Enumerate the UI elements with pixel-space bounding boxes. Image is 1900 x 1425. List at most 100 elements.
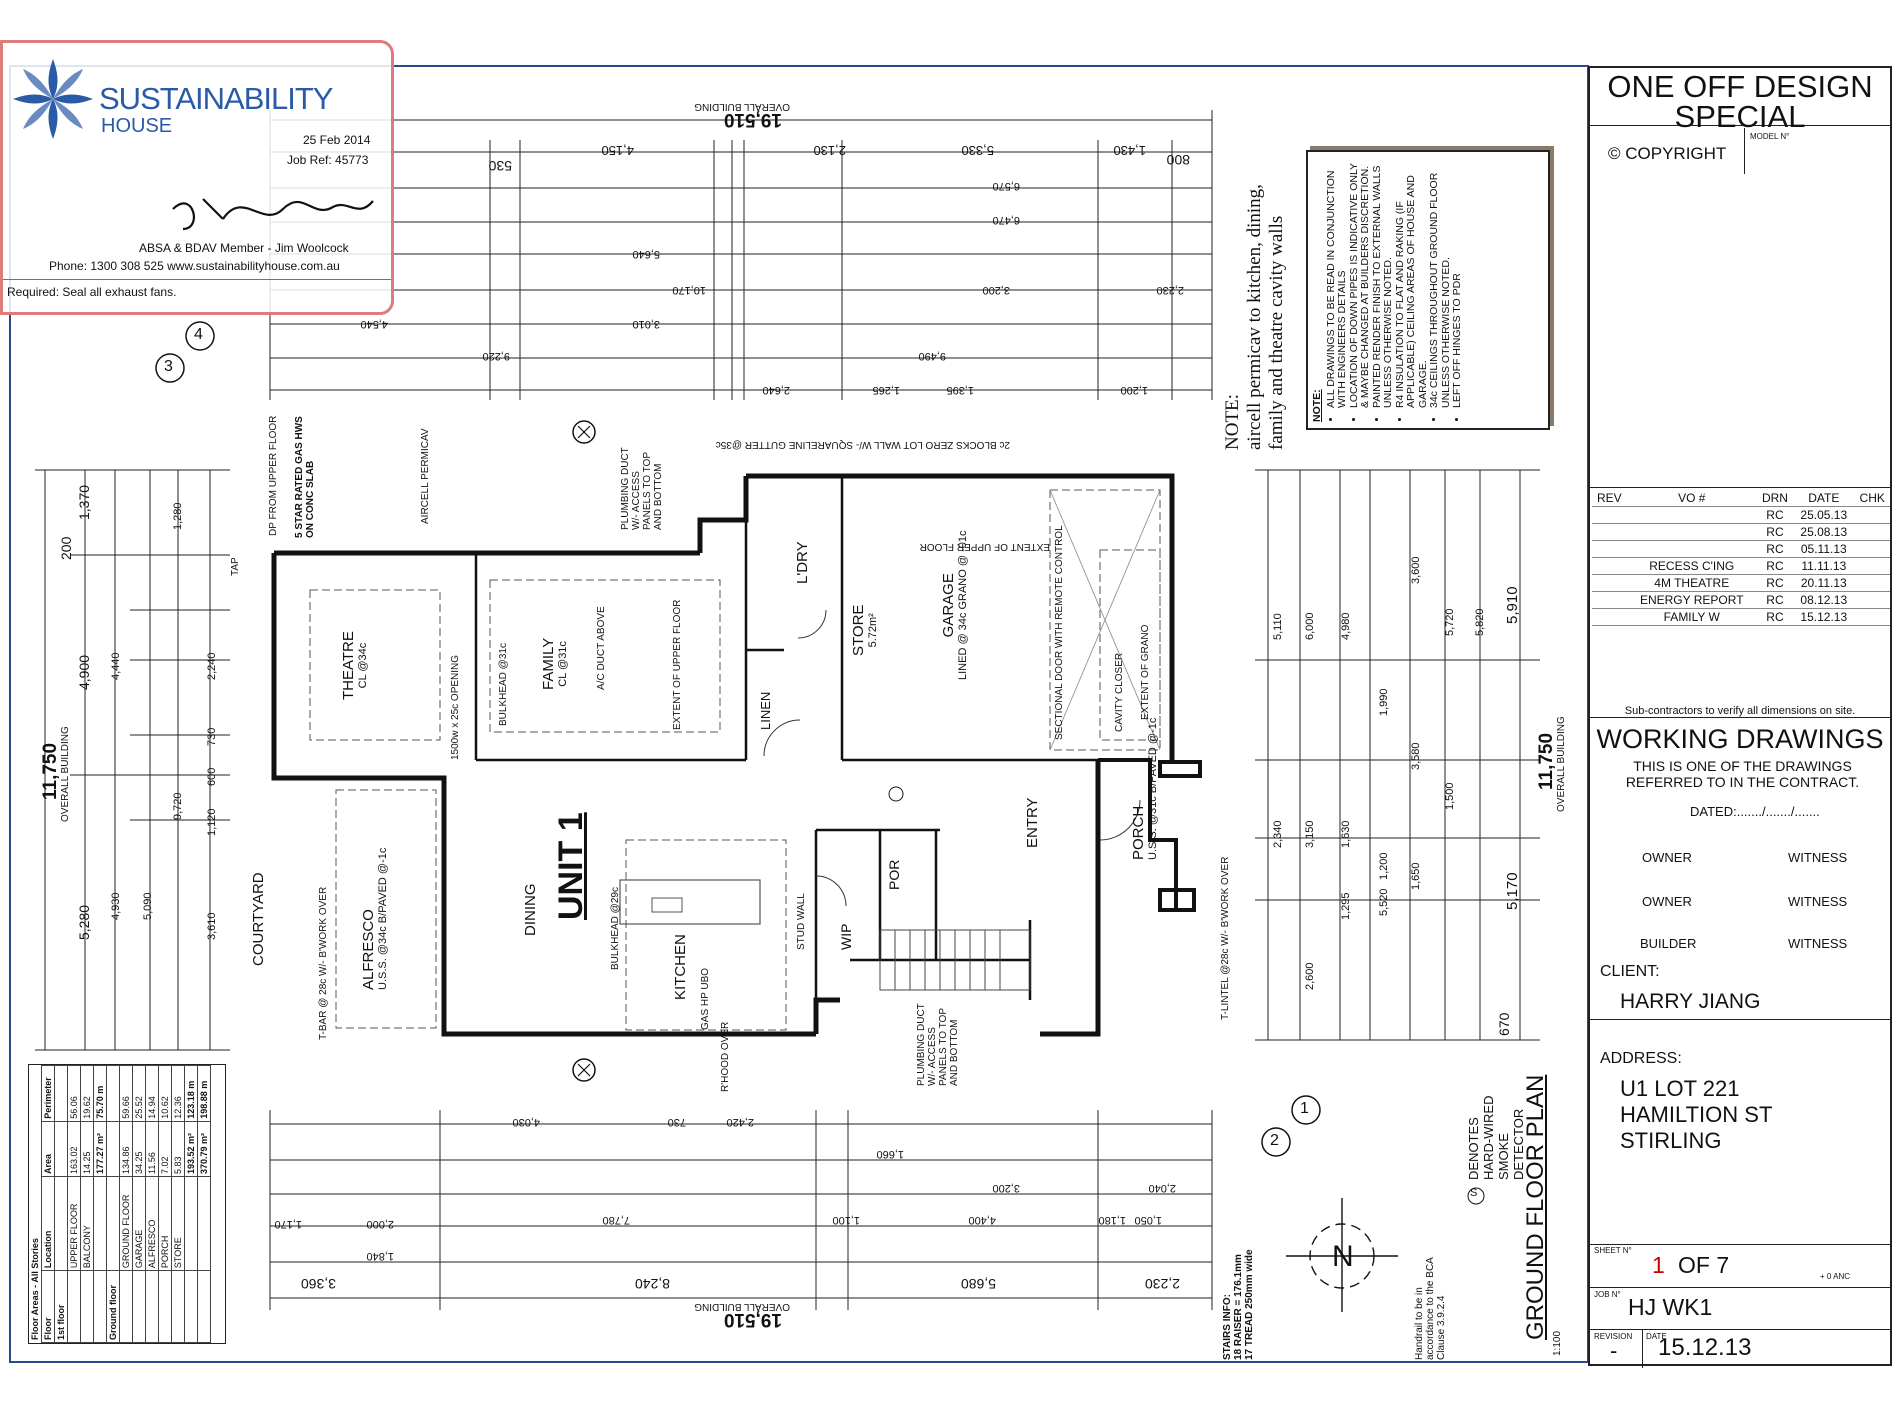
room-store: STORE 5.72m² [850,604,879,656]
kitchen-bench [619,879,761,925]
dim-right: 1,200 [1378,852,1390,880]
dim-top: 1,395 [946,384,974,396]
revision-label: REVISION [1594,1332,1633,1341]
overall-building-right: OVERALL BUILDING [1556,716,1567,812]
client-label: CLIENT: [1600,963,1660,980]
dp-upper-label: DP FROM UPPER FLOOR [268,415,279,536]
ac-duct-label: A/C DUCT ABOVE [596,606,607,690]
tlintel-label: T-LINTEL @28c W/- B'WORK OVER [1220,856,1231,1020]
dim-right: 670 [1496,1012,1512,1036]
dim-top: 800 [1166,152,1190,168]
title-block: ONE OFF DESIGN SPECIAL MODEL N° © COPYRI… [1588,66,1892,1368]
sheet-total: OF 7 [1678,1252,1730,1278]
dim-left: 9,720 [172,792,184,820]
porch-walls [1098,758,1202,912]
bulkhead-label: BULKHEAD @31c [498,643,509,726]
note-item: LOCATION OF DOWN PIPES IS INDICATIVE ONL… [1348,158,1372,408]
dim-left: 1,370 [76,484,92,520]
working-drawings-note: THIS IS ONE OF THE DRAWINGS REFERRED TO … [1625,758,1860,790]
model-label: MODEL N° [1750,132,1790,141]
stamp-job-ref: Job Ref: 45773 [287,153,369,167]
general-notes-box: NOTE: ALL DRAWINGS TO BE READ IN CONJUNC… [1306,150,1550,430]
dim-top: 2,640 [762,384,790,396]
room-family: FAMILY CL @31c [540,637,569,690]
dim-bottom: 1,840 [366,1250,394,1262]
sheet-number: 1 [1652,1252,1665,1278]
dim-left: 4,440 [110,652,122,680]
sheet-label: SHEET N° [1594,1246,1632,1255]
dim-bottom: 1,170 [274,1218,302,1230]
dim-bottom: 5,680 [960,1276,996,1292]
staircase [879,929,1031,991]
dim-right: 5,720 [1444,608,1456,636]
extent-upper-label: EXTENT OF UPPER FLOOR [672,599,683,730]
stamp-phone: Phone: 1300 308 525 www.sustainabilityho… [49,259,340,273]
client-name: HARRY JIANG [1620,990,1761,1013]
builder-label: BUILDER [1640,936,1697,951]
dim-bottom: 8,240 [634,1276,670,1292]
dim-right: 3,150 [1304,820,1316,848]
dim-left: 3,610 [206,912,218,940]
dim-right: 1,295 [1340,892,1352,920]
copyright-label: © COPYRIGHT [1608,144,1727,163]
north-arrow [1286,1198,1398,1312]
note-item: PAINTED RENDER FINISH TO EXTERNAL WALLS … [1371,158,1395,408]
notes-list: ALL DRAWINGS TO BE READ IN CONJUNCTION W… [1325,158,1464,422]
areas-title: Floor Areas - All Stories [30,1238,40,1340]
dim-top: 530 [488,158,512,174]
section-crosses [577,425,591,1077]
overall-building-left: OVERALL BUILDING [60,726,71,822]
working-drawings-title: WORKING DRAWINGS [1596,724,1884,754]
extent-upper-garage-label: EXTENT OF UPPER FLOOR [919,541,1050,552]
section-num: 3 [164,358,173,375]
dim-left: 1,120 [206,808,218,836]
gas-hp-ubo-label: GAS HP UBO [700,967,711,1030]
dim-top: 4,540 [360,318,388,330]
smoke-detector-symbols [888,786,1485,1205]
kitchen-sink [651,897,683,913]
right-dimension-ticks [1255,469,1540,1041]
dim-top: 9,220 [482,350,510,362]
dim-right: 5,170 [1504,872,1521,910]
plan-scale: 1:100 [1552,1330,1563,1356]
gas-hws-label: 5 STAR RATED GAS HWS ON CONC SLAB [294,416,316,538]
owner-label: OWNER [1642,850,1692,865]
room-theatre: THEATRE CL @34c [340,631,369,700]
dim-bottom: 730 [667,1116,686,1128]
dim-bottom: 2,040 [1148,1182,1176,1194]
sectional-door-label: SECTIONAL DOOR WITH REMOTE CONTROL [1054,525,1065,740]
dim-bottom: 7,780 [602,1214,630,1226]
dim-top: 3,200 [982,284,1010,296]
bottom-dimension-lines [270,1123,1212,1299]
tbar-label: T-BAR @ 28c W/- B'WORK OVER [318,886,329,1040]
dim-bottom: 1,100 [832,1214,860,1226]
dim-left: 200 [58,536,74,560]
dim-right: 1,630 [1340,820,1352,848]
stamp-date: 25 Feb 2014 [303,133,371,147]
dim-bottom: 4,030 [512,1116,540,1128]
address-line: U1 LOT 221 [1620,1076,1740,1101]
subcontractors-note: Sub-contractors to verify all dimensions… [1624,705,1856,717]
dim-bottom: 2,230 [1144,1276,1180,1292]
dim-left: 4,900 [76,654,92,690]
dim-left: 730 [206,727,218,746]
bottom-dimension-ticks [269,1110,1213,1310]
dim-top: 5,330 [961,143,994,158]
dim-right: 5,110 [1272,613,1284,640]
dim-top: 3,010 [632,318,660,330]
dashed-extents [309,489,1161,1031]
dim-top: 9,490 [918,350,946,362]
witness-label: WITNESS [1788,894,1848,909]
door-swings [763,609,1141,907]
room-alfresco: ALFRESCO U.S.S. @34c B/PAVED @-1c [360,847,389,990]
dim-right: 2,600 [1304,962,1316,990]
room-porch: PORCH U.S.S. @31c B/PAVED @-1c [1130,717,1159,860]
